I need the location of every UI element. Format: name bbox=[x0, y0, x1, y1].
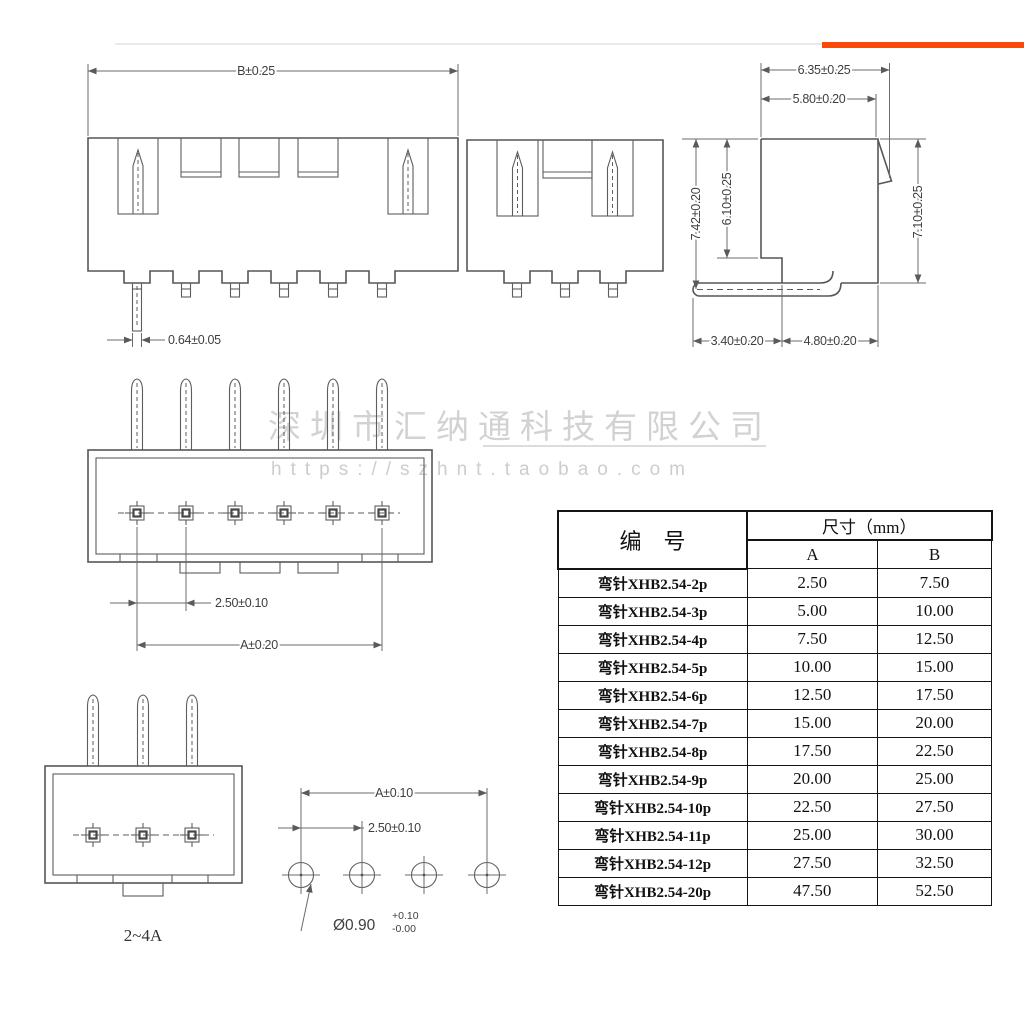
watermark-company: 深圳市汇纳通科技有限公司 bbox=[268, 410, 772, 446]
dim-b-value: 12.50 bbox=[877, 624, 992, 654]
table-row: 弯针XHB2.54-4p 7.50 12.50 bbox=[557, 624, 992, 654]
table-row: 弯针XHB2.54-6p 12.50 17.50 bbox=[557, 680, 992, 710]
pcb-hole-pattern: A±0.10 2.50±0.10 Ø0.90 +0.10 -0.00 bbox=[278, 784, 507, 937]
dim-b-value: 15.00 bbox=[877, 652, 992, 682]
table-row: 弯针XHB2.54-5p 10.00 15.00 bbox=[557, 652, 992, 682]
dim-a-value: 17.50 bbox=[746, 736, 878, 766]
dim-a-value: 22.50 bbox=[746, 792, 878, 822]
watermark-underline bbox=[483, 445, 766, 447]
part-number: 弯针XHB2.54-8p bbox=[557, 736, 748, 766]
part-number: 弯针XHB2.54-12p bbox=[557, 848, 748, 878]
dim-side-height-left: 7.42±0.20 bbox=[689, 187, 703, 240]
view-3pin-caption: 2~4A bbox=[124, 926, 163, 945]
table-header-part: 编 号 bbox=[557, 510, 748, 570]
front-view-3pin bbox=[466, 139, 664, 298]
table-row: 弯针XHB2.54-12p 27.50 32.50 bbox=[557, 848, 992, 878]
dim-side-depth-inner: 5.80±0.20 bbox=[793, 92, 846, 106]
dim-a-value: 20.00 bbox=[746, 764, 878, 794]
dim-holes-span: A±0.10 bbox=[375, 786, 413, 800]
table-row: 弯针XHB2.54-2p 2.50 7.50 bbox=[557, 568, 992, 598]
table-row: 弯针XHB2.54-7p 15.00 20.00 bbox=[557, 708, 992, 738]
table-row: 弯针XHB2.54-20p 47.50 52.50 bbox=[557, 876, 992, 906]
dim-a-value: 10.00 bbox=[746, 652, 878, 682]
part-number: 弯针XHB2.54-3p bbox=[557, 596, 748, 626]
dim-b-value: 7.50 bbox=[877, 568, 992, 598]
top-view-3pin: 2~4A bbox=[44, 694, 243, 945]
part-number: 弯针XHB2.54-9p bbox=[557, 764, 748, 794]
dim-b-value: 30.00 bbox=[877, 820, 992, 850]
front-view-6pin: B±0.25 0.64±0.05 bbox=[87, 62, 459, 349]
dim-top6-span: A±0.20 bbox=[240, 638, 278, 652]
table-header-size: 尺寸（mm） bbox=[746, 510, 993, 541]
part-number: 弯针XHB2.54-20p bbox=[557, 876, 748, 906]
dim-holes-pitch: 2.50±0.10 bbox=[368, 821, 421, 835]
table-header-a: A bbox=[746, 539, 878, 569]
dim-hole-tol-plus: +0.10 bbox=[392, 910, 419, 922]
dim-b-value: 20.00 bbox=[877, 708, 992, 738]
dim-b-value: 27.50 bbox=[877, 792, 992, 822]
dim-b-value: 32.50 bbox=[877, 848, 992, 878]
dim-b-value: 17.50 bbox=[877, 680, 992, 710]
part-number: 弯针XHB2.54-10p bbox=[557, 792, 748, 822]
dim-a-value: 7.50 bbox=[746, 624, 878, 654]
watermark-url: https://szhnt.taobao.com bbox=[271, 459, 695, 480]
dim-b-value: 52.50 bbox=[877, 876, 992, 906]
part-number: 弯针XHB2.54-5p bbox=[557, 652, 748, 682]
table-row: 弯针XHB2.54-11p 25.00 30.00 bbox=[557, 820, 992, 850]
dim-b-value: 25.00 bbox=[877, 764, 992, 794]
dim-a-value: 12.50 bbox=[746, 680, 878, 710]
side-view: 6.35±0.25 5.80±0.20 7.42±0.20 6.10±0.25 … bbox=[682, 61, 927, 350]
table-row: 弯针XHB2.54-10p 22.50 27.50 bbox=[557, 792, 992, 822]
dim-a-value: 5.00 bbox=[746, 596, 878, 626]
table-row: 弯针XHB2.54-9p 20.00 25.00 bbox=[557, 764, 992, 794]
dim-side-depth-outer: 6.35±0.25 bbox=[798, 63, 851, 77]
part-number: 弯针XHB2.54-6p bbox=[557, 680, 748, 710]
part-number: 弯针XHB2.54-2p bbox=[557, 568, 748, 598]
dim-hole-diameter: Ø0.90 bbox=[333, 917, 376, 934]
table-row: 弯针XHB2.54-8p 17.50 22.50 bbox=[557, 736, 992, 766]
dim-a-value: 47.50 bbox=[746, 876, 878, 906]
dim-side-height-right: 7.10±0.25 bbox=[911, 185, 925, 238]
dimension-table: 编 号 尺寸（mm） A B 弯针XHB2.54-2p 2.50 7.50 弯针… bbox=[557, 510, 993, 906]
table-row: 弯针XHB2.54-3p 5.00 10.00 bbox=[557, 596, 992, 626]
dim-a-value: 25.00 bbox=[746, 820, 878, 850]
dim-hole-tol-minus: -0.00 bbox=[392, 923, 416, 935]
dim-a-value: 15.00 bbox=[746, 708, 878, 738]
top-view-6pin: 2.50±0.10 A±0.20 bbox=[87, 378, 433, 654]
part-number: 弯针XHB2.54-11p bbox=[557, 820, 748, 850]
dim-b-value: 22.50 bbox=[877, 736, 992, 766]
dim-top6-pitch: 2.50±0.10 bbox=[215, 596, 268, 610]
part-number: 弯针XHB2.54-4p bbox=[557, 624, 748, 654]
top-separator-line bbox=[115, 43, 822, 45]
part-number: 弯针XHB2.54-7p bbox=[557, 708, 748, 738]
accent-bar bbox=[822, 42, 1024, 48]
dim-b-value: 10.00 bbox=[877, 596, 992, 626]
table-header-b: B bbox=[877, 539, 992, 569]
dim-side-pin-under: 4.80±0.20 bbox=[804, 334, 857, 348]
dim-front-width: B±0.25 bbox=[237, 64, 275, 78]
dim-pin-width: 0.64±0.05 bbox=[168, 333, 221, 347]
dim-side-height-inner: 6.10±0.25 bbox=[720, 172, 734, 225]
dim-a-value: 27.50 bbox=[746, 848, 878, 878]
dim-side-pin-front: 3.40±0.20 bbox=[711, 334, 764, 348]
dim-a-value: 2.50 bbox=[746, 568, 878, 598]
